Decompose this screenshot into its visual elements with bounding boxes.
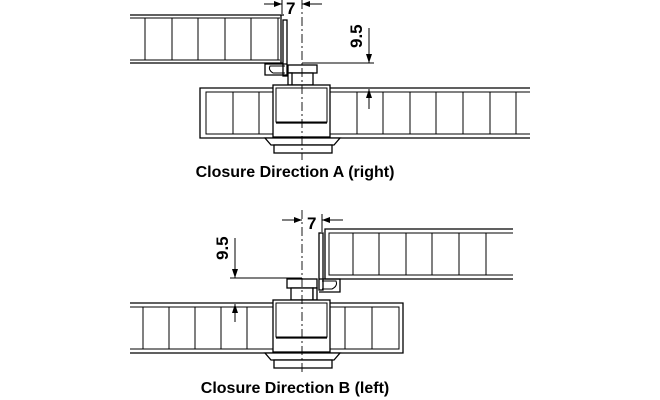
- offset-dim-label: 7: [307, 214, 316, 233]
- diagram-closure-a: 7 9.5 Closure Direction A (right): [130, 0, 530, 181]
- offset-dimension-b: 7: [282, 214, 343, 233]
- height-dim-label: 9.5: [347, 24, 366, 48]
- diagram-closure-b: 7 9.5 Closure Direction B (left): [130, 210, 513, 397]
- upper-panel-b: [324, 228, 513, 280]
- hinge-a: [263, 19, 342, 154]
- height-dimension-a: 9.5: [302, 24, 374, 109]
- upper-panel-a: [130, 14, 284, 64]
- lower-panel-b: [130, 302, 404, 354]
- caption-closure-a: Closure Direction A (right): [196, 164, 395, 181]
- hinge-b: [263, 232, 342, 369]
- offset-dim-label: 7: [286, 0, 295, 18]
- height-dim-label: 9.5: [213, 236, 232, 260]
- caption-closure-b: Closure Direction B (left): [201, 380, 389, 397]
- offset-dimension-a: 7: [264, 0, 322, 18]
- lower-panel-a: [199, 87, 530, 139]
- height-dimension-b: 9.5: [213, 236, 302, 322]
